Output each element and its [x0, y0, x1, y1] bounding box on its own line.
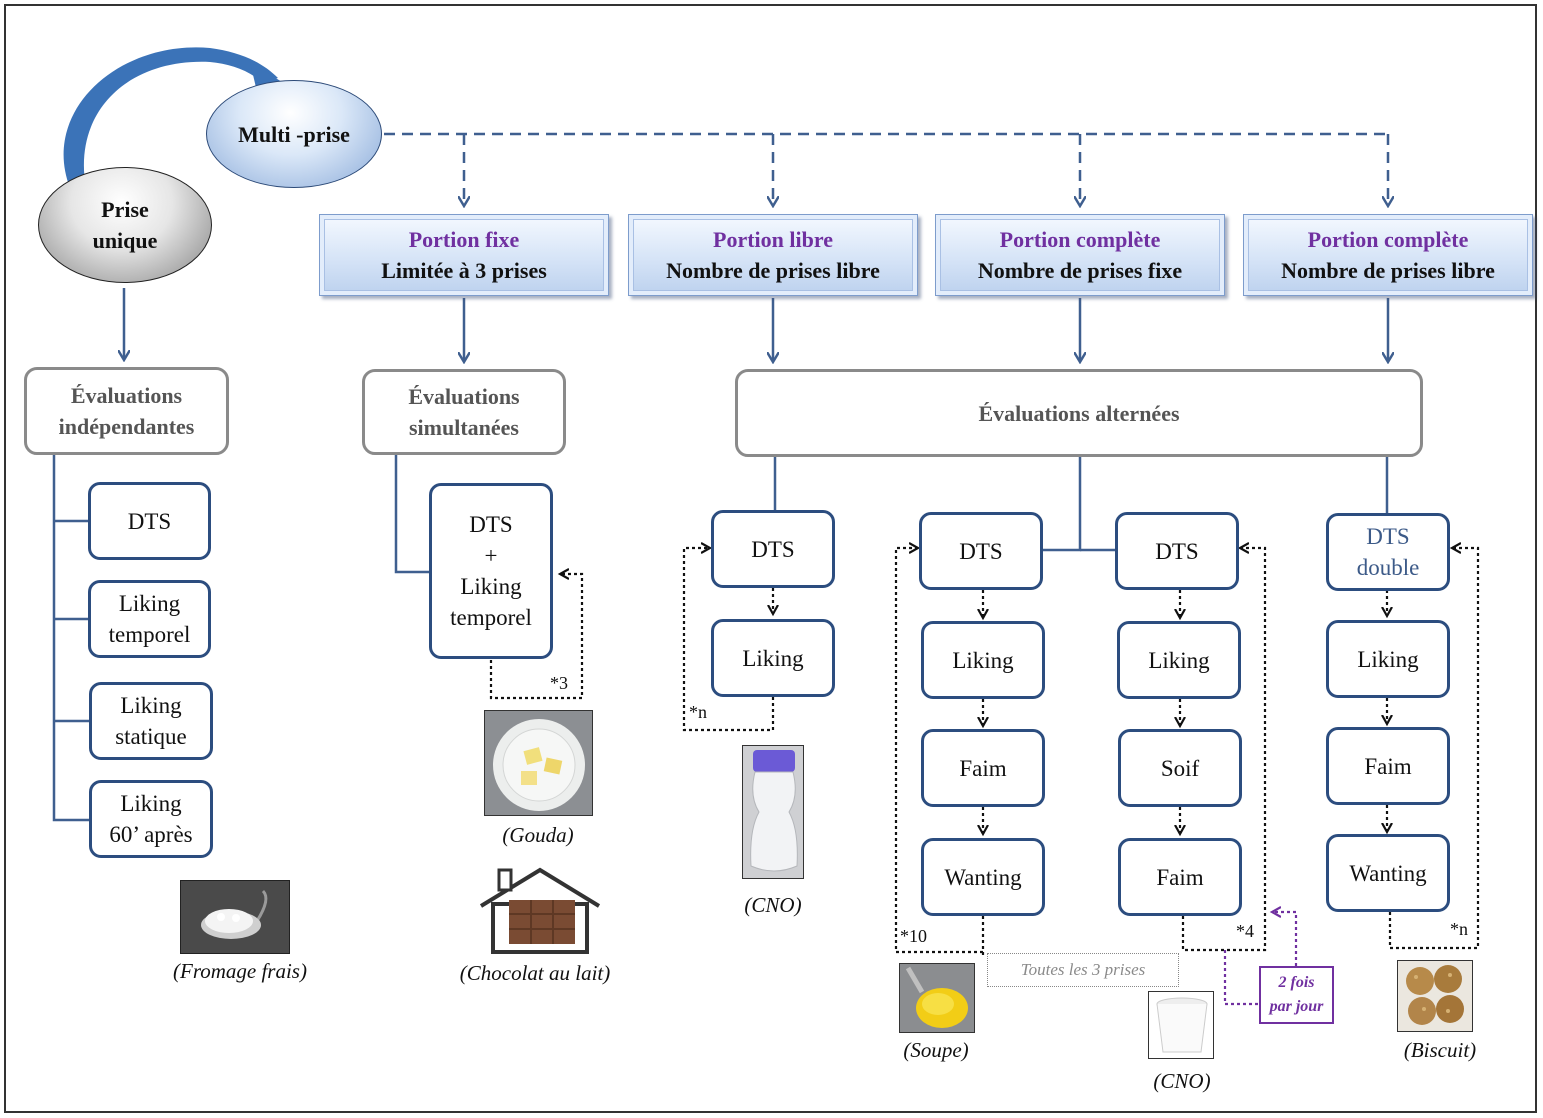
header-subtitle: Nombre de prises libre: [666, 258, 880, 283]
caption-cno-bottle: (CNO): [744, 893, 802, 917]
caption-chocolat: (Chocolat au lait): [459, 961, 611, 985]
cno-cup-photo: [1148, 991, 1214, 1059]
item-label: Liking: [742, 645, 804, 671]
eval-line1: Évaluations: [408, 384, 520, 409]
item-label: Liking: [1357, 646, 1419, 672]
note-toutes-les-3-prises: Toutes les 3 prises: [987, 953, 1179, 987]
double-faim: Faim: [1326, 727, 1450, 805]
item-dts: DTS: [88, 482, 211, 560]
item-label: temporel: [450, 605, 532, 630]
eval-simultanees: Évaluations simultanées: [362, 369, 566, 455]
biscuit-photo: [1397, 960, 1473, 1032]
prise-unique-line2: unique: [92, 228, 158, 253]
header-subtitle: Nombre de prises libre: [1281, 258, 1495, 283]
item-label: Liking: [120, 791, 182, 816]
item-label: Liking: [952, 647, 1014, 673]
chocolat-house-icon: [475, 864, 605, 956]
purple-loop: [1223, 912, 1298, 1006]
double-dts: DTS double: [1326, 513, 1450, 591]
fixe-a-wanting: Wanting: [921, 838, 1045, 916]
gouda-photo: [484, 710, 593, 816]
cno-bottle-photo: [742, 745, 804, 879]
caption-fromage-frais: (Fromage frais): [173, 959, 307, 983]
item-liking-temporel: Liking temporel: [88, 580, 211, 658]
item-label: Liking: [120, 693, 182, 718]
item-label: DTS: [469, 512, 513, 537]
item-label: DTS: [959, 538, 1003, 564]
fixe-b-liking: Liking: [1117, 621, 1241, 699]
item-label: Faim: [1364, 753, 1412, 779]
header-title: Portion complète: [1307, 227, 1469, 252]
item-label: Liking: [460, 574, 522, 599]
fixe-a-dts: DTS: [919, 512, 1043, 590]
repeat-label-n: *n: [689, 702, 707, 722]
item-liking-statique: Liking statique: [89, 682, 213, 760]
double-wanting: Wanting: [1326, 834, 1450, 912]
item-label: DTS: [751, 536, 795, 562]
header-title: Portion libre: [713, 227, 833, 252]
caption-cno-cup: (CNO): [1153, 1069, 1211, 1093]
item-label: statique: [115, 724, 187, 749]
caption-biscuit: (Biscuit): [1403, 1038, 1477, 1062]
prise-unique-node: Prise unique: [38, 167, 212, 283]
eval-alternees: Évaluations alternées: [735, 369, 1423, 457]
multi-prise-label: Multi -prise: [238, 121, 350, 147]
item-label: temporel: [108, 622, 191, 647]
item-label: Wanting: [944, 864, 1022, 890]
fixe-b-dts: DTS: [1115, 512, 1239, 590]
header-portion-complete-fixe: Portion complète Nombre de prises fixe: [935, 214, 1225, 296]
item-label: Faim: [959, 755, 1007, 781]
double-liking: Liking: [1326, 620, 1450, 698]
item-label: +: [484, 543, 498, 568]
item-label: Soif: [1160, 755, 1200, 781]
fixe-a-faim: Faim: [921, 729, 1045, 807]
eval-line2: simultanées: [408, 415, 519, 440]
item-label: DTS: [127, 508, 172, 534]
item-label: Liking: [118, 591, 181, 616]
item-label: double: [1356, 555, 1420, 580]
repeat-label-3: *3: [550, 673, 568, 693]
repeat-label-10: *10: [900, 926, 927, 946]
eval-line1: Évaluations: [70, 383, 183, 408]
item-liking-60-apres: Liking 60’ après: [89, 780, 213, 858]
note-line2: par jour: [1269, 998, 1324, 1015]
note-line1: 2 fois: [1278, 974, 1315, 991]
item-label: Liking: [1148, 647, 1210, 673]
libre-liking: Liking: [711, 619, 835, 697]
dashed-connectors: [384, 132, 1388, 206]
fromage-frais-photo: [180, 880, 290, 954]
libre-dts: DTS: [711, 510, 835, 588]
caption-gouda: (Gouda): [502, 823, 574, 847]
note-deux-fois-par-jour: 2 fois par jour: [1259, 966, 1334, 1024]
item-label: DTS: [1155, 538, 1199, 564]
header-subtitle: Limitée à 3 prises: [381, 258, 547, 283]
soupe-photo: [899, 963, 975, 1033]
eval-line2: indépendantes: [58, 414, 195, 439]
eval-independantes: Évaluations indépendantes: [24, 367, 229, 455]
solid-connectors: [52, 288, 1388, 822]
header-portion-libre: Portion libre Nombre de prises libre: [628, 214, 918, 296]
item-label: Wanting: [1349, 860, 1427, 886]
header-subtitle: Nombre de prises fixe: [977, 258, 1183, 283]
header-title: Portion fixe: [408, 227, 520, 252]
header-portion-complete-libre: Portion complète Nombre de prises libre: [1243, 214, 1533, 296]
caption-soupe: (Soupe): [903, 1038, 969, 1062]
fixe-b-soif: Soif: [1118, 729, 1242, 807]
prise-unique-line1: Prise: [101, 197, 149, 222]
header-portion-fixe: Portion fixe Limitée à 3 prises: [319, 214, 609, 296]
item-label: Faim: [1156, 864, 1204, 890]
dotted-sequences: [489, 548, 1480, 956]
item-label: DTS: [1366, 524, 1410, 549]
eval-alternees-label: Évaluations alternées: [978, 400, 1180, 426]
fixe-b-faim: Faim: [1118, 838, 1242, 916]
diagram-frame: [4, 4, 1537, 1113]
fixe-a-liking: Liking: [921, 621, 1045, 699]
item-dts-plus-liking: DTS + Liking temporel: [429, 483, 553, 659]
repeat-label-4: *4: [1236, 921, 1254, 941]
header-title: Portion complète: [999, 227, 1161, 252]
multi-prise-node: Multi -prise: [206, 80, 382, 188]
item-label: 60’ après: [109, 822, 193, 847]
repeat-label-n-double: *n: [1450, 919, 1468, 939]
